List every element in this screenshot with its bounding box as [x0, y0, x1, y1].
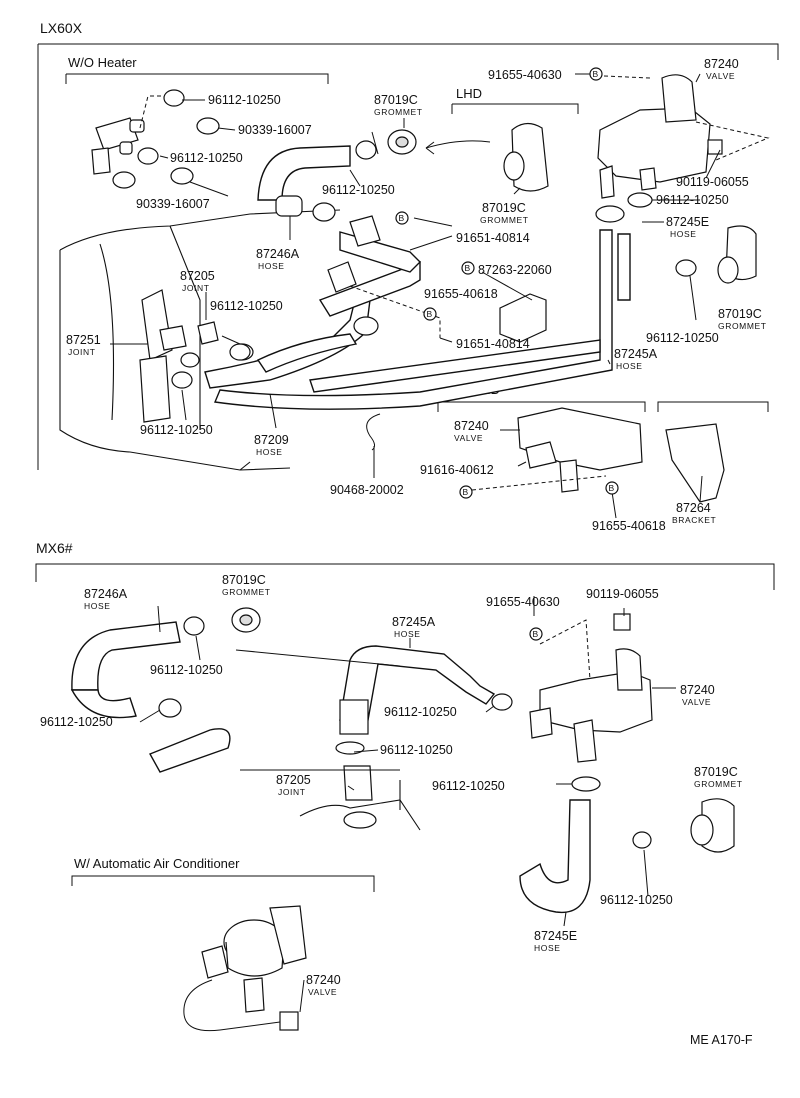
auto-ac-labels: 87240 VALVE: [306, 973, 341, 997]
label-87245e-top: 87245E: [666, 215, 709, 229]
b-marker-1: [589, 67, 603, 81]
label-m-87240: 87240: [680, 683, 715, 697]
label-m-87205: 87205: [276, 773, 311, 787]
label-87019c-right: 87019C: [718, 307, 762, 321]
leader-lines: [110, 73, 721, 1013]
section-title-lx60x: LX60X: [40, 20, 83, 36]
label-91651-40814-a: 91651-40814: [456, 231, 530, 245]
name-hose-87209: HOSE: [256, 447, 283, 457]
name-m-joint-87205: JOINT: [278, 787, 306, 797]
label-87240-mid: 87240: [454, 419, 489, 433]
label-96112-10250-b: 96112-10250: [170, 151, 243, 165]
name-grommet-right: GROMMET: [718, 321, 767, 331]
label-m-87019c-a: 87019C: [222, 573, 266, 587]
label-m-96112-10250-e: 96112-10250: [432, 779, 505, 793]
label-96112-10250-a: 96112-10250: [208, 93, 281, 107]
b-marker-6: [605, 481, 619, 495]
lhd-top-label: LHD: [456, 86, 482, 101]
label-m-96112-10250-a: 96112-10250: [150, 663, 223, 677]
label-m-96112-10250-b: 96112-10250: [40, 715, 113, 729]
label-m-96112-10250-d: 96112-10250: [380, 743, 453, 757]
name-m-grommet-b: GROMMET: [694, 779, 743, 789]
label-87246a: 87246A: [256, 247, 300, 261]
label-96112-10250-f: 96112-10250: [656, 193, 729, 207]
label-87264: 87264: [676, 501, 711, 515]
label-96112-10250-e: 96112-10250: [140, 423, 213, 437]
name-m-hose-87245a: HOSE: [394, 629, 421, 639]
label-96112-10250-d: 96112-10250: [210, 299, 283, 313]
label-90468-20002: 90468-20002: [330, 483, 404, 497]
label-91616-40612: 91616-40612: [420, 463, 494, 477]
label-90339-16007-b: 90339-16007: [136, 197, 210, 211]
label-91651-40814-b: 91651-40814: [456, 337, 530, 351]
name-bracket-87264: BRACKET: [672, 515, 716, 525]
b-marker-4-label: B: [427, 309, 433, 319]
label-87245a-top: 87245A: [614, 347, 658, 361]
mx6-drawings: [70, 607, 735, 914]
name-grommet-mid: GROMMET: [480, 215, 529, 225]
b-marker-5: [459, 485, 473, 499]
label-87205: 87205: [180, 269, 215, 283]
name-m-hose-87245e: HOSE: [534, 943, 561, 953]
label-m-90119-06055: 90119-06055: [586, 587, 659, 601]
b-marker-5-label: B: [463, 487, 469, 497]
label-a-87240: 87240: [306, 973, 341, 987]
label-87240-top: 87240: [704, 57, 739, 71]
name-joint-87205: JOINT: [182, 283, 210, 293]
name-hose-87245e-top: HOSE: [670, 229, 697, 239]
name-joint-87251: JOINT: [68, 347, 96, 357]
b-marker-3: [461, 261, 475, 275]
b-markers: B B B B B B B: [395, 67, 619, 641]
label-m-96112-10250-c: 96112-10250: [384, 705, 457, 719]
label-91655-40618-b: 91655-40618: [592, 519, 666, 533]
b-marker-7-label: B: [533, 629, 539, 639]
label-91655-40618-a: 91655-40618: [424, 287, 498, 301]
b-marker-4: [423, 307, 437, 321]
name-a-valve: VALVE: [308, 987, 337, 997]
label-m-87245e: 87245E: [534, 929, 577, 943]
label-87263-22060: 87263-22060: [478, 263, 552, 277]
name-hose-87246a: HOSE: [258, 261, 285, 271]
label-m-87019c-b: 87019C: [694, 765, 738, 779]
label-91655-40630-top: 91655-40630: [488, 68, 562, 82]
name-m-grommet-a: GROMMET: [222, 587, 271, 597]
b-marker-2-label: B: [399, 213, 405, 223]
label-90339-16007-a: 90339-16007: [238, 123, 312, 137]
auto-ac-label: W/ Automatic Air Conditioner: [74, 856, 240, 871]
b-marker-3-label: B: [465, 263, 471, 273]
name-m-hose-87246a: HOSE: [84, 601, 111, 611]
top-part-labels: 96112-10250 90339-16007 96112-10250 9033…: [66, 57, 767, 533]
label-87209: 87209: [254, 433, 289, 447]
name-m-valve: VALVE: [682, 697, 711, 707]
name-grommet-top: GROMMET: [374, 107, 423, 117]
b-marker-7: [529, 627, 543, 641]
label-90119-06055-top: 90119-06055: [676, 175, 749, 189]
label-m-87246a: 87246A: [84, 587, 128, 601]
wo-heater-label: W/O Heater: [68, 55, 137, 70]
b-marker-1-label: B: [593, 69, 599, 79]
label-87019c-top: 87019C: [374, 93, 418, 107]
top-drawings: [59, 74, 770, 503]
b-marker-2: [395, 211, 409, 225]
label-m-96112-10250-f: 96112-10250: [600, 893, 673, 907]
label-87251: 87251: [66, 333, 101, 347]
label-m-91655-40630: 91655-40630: [486, 595, 560, 609]
mx6-part-labels: 87246A HOSE 87019C GROMMET 96112-10250 9…: [40, 573, 743, 953]
name-valve-mid: VALVE: [454, 433, 483, 443]
section-title-mx6: MX6#: [36, 540, 73, 556]
name-valve-top: VALVE: [706, 71, 735, 81]
label-96112-10250-c: 96112-10250: [322, 183, 395, 197]
b-marker-6-label: B: [609, 483, 615, 493]
label-96112-10250-g: 96112-10250: [646, 331, 719, 345]
footer-code: ME A170-F: [690, 1033, 753, 1047]
auto-ac-drawing: [183, 905, 307, 1032]
name-hose-87245a-top: HOSE: [616, 361, 643, 371]
label-m-87245a: 87245A: [392, 615, 436, 629]
label-87019c-mid: 87019C: [482, 201, 526, 215]
